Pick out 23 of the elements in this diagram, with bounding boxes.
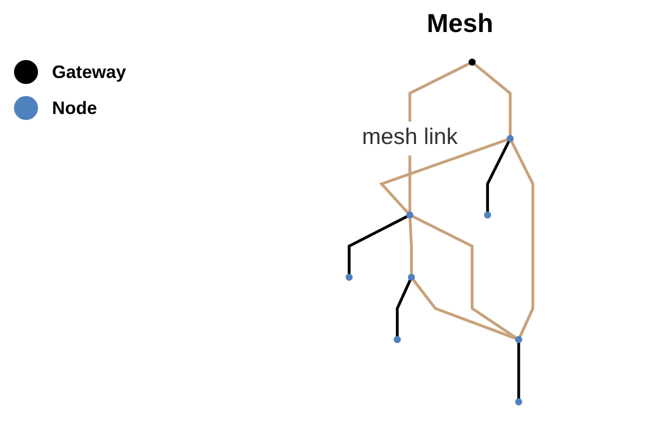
legend-text: Gateway (52, 62, 126, 82)
connector (409, 218, 414, 274)
connector (348, 215, 408, 274)
node-circle (394, 336, 402, 344)
diagram-title: Mesh (426, 8, 494, 39)
node-circle (408, 274, 416, 281)
node-circle (516, 398, 523, 406)
node-circle (516, 336, 523, 344)
connector (486, 140, 511, 212)
connector (510, 140, 535, 338)
connector (396, 279, 412, 337)
edge-label: mesh link (362, 126, 458, 150)
connector (412, 215, 518, 340)
connector (474, 62, 512, 136)
connector (412, 278, 517, 340)
node-circle (507, 135, 514, 142)
node-circle (346, 274, 354, 281)
node-circle (469, 58, 476, 66)
connector (518, 342, 521, 399)
legend-text: Node (52, 98, 97, 118)
connector (379, 138, 508, 214)
node-circle (406, 211, 414, 219)
node-circle (484, 211, 492, 219)
